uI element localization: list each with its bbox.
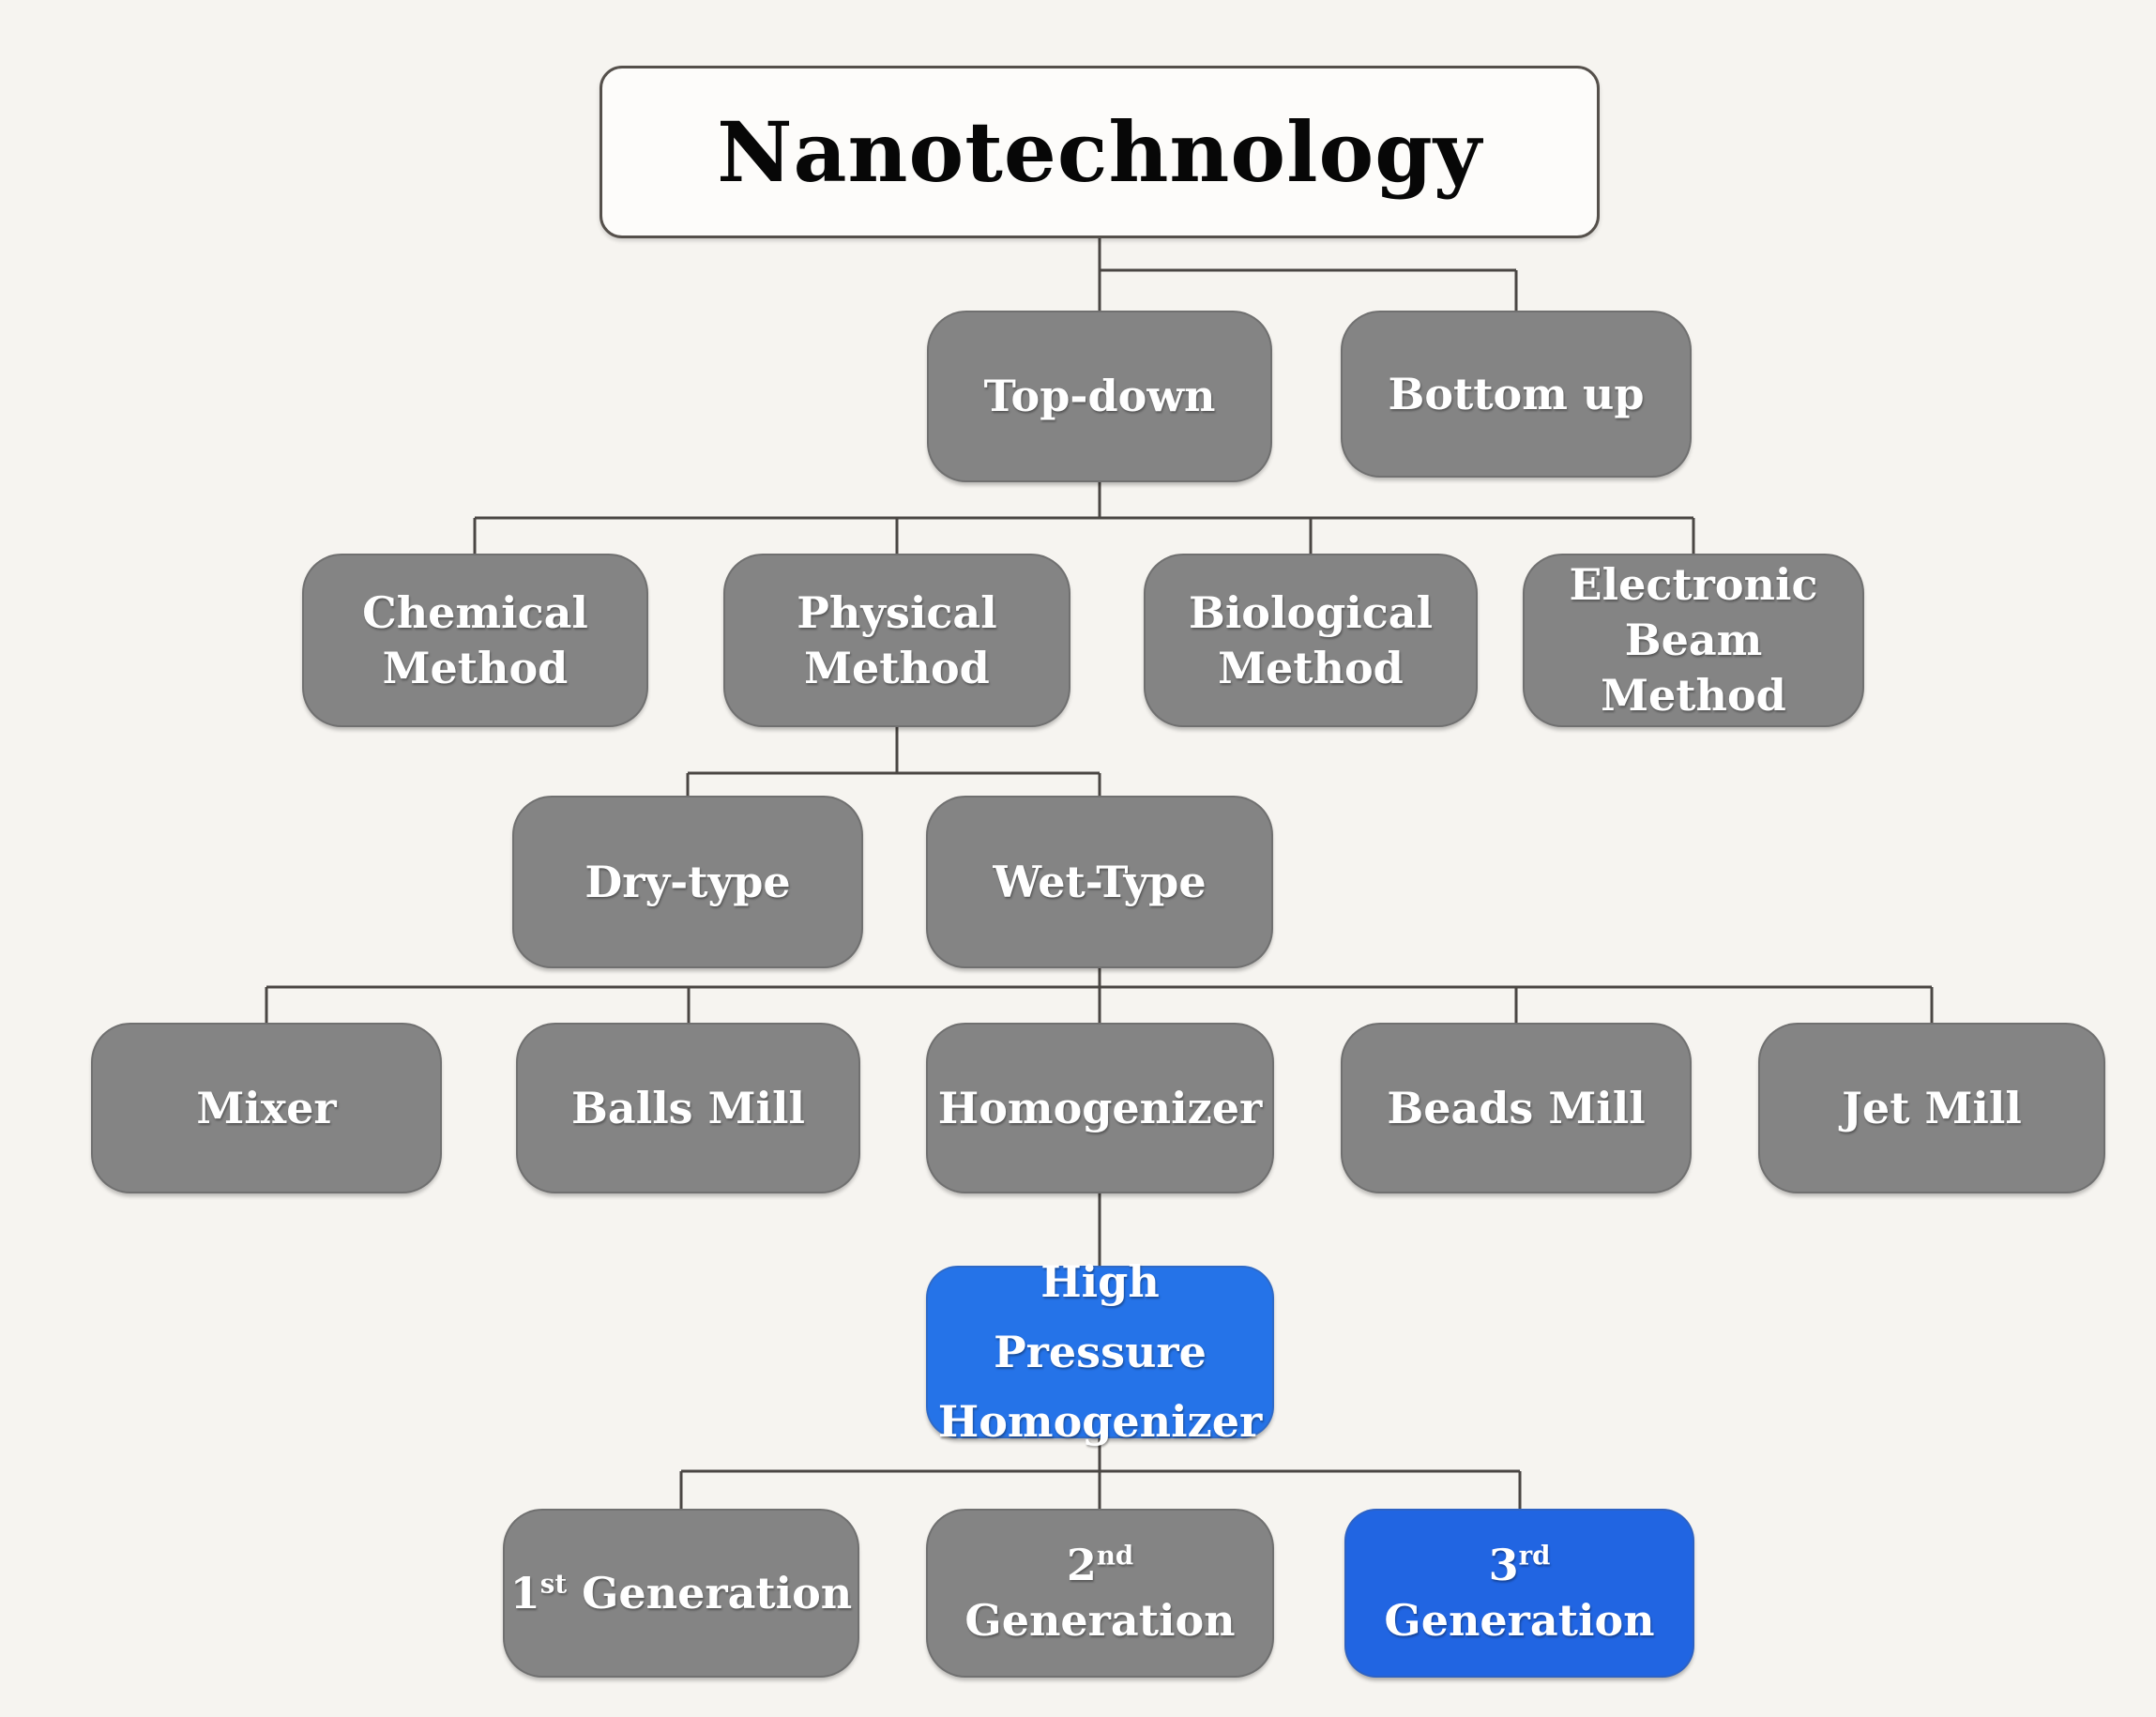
connector-topdown-to-methods bbox=[473, 482, 1695, 554]
node-top-down-label: Top-down bbox=[983, 371, 1216, 422]
node-beads-mill-label: Beads Mill bbox=[1387, 1082, 1646, 1133]
node-wet-type-label: Wet-Type bbox=[993, 856, 1207, 907]
node-dry-type-label: Dry-type bbox=[585, 856, 791, 907]
connector-physical-to-types bbox=[686, 727, 1101, 796]
node-top-down: Top-down bbox=[927, 311, 1272, 482]
node-jet-mill: Jet Mill bbox=[1758, 1023, 2105, 1193]
node-bottom-up: Bottom up bbox=[1341, 311, 1692, 478]
node-homogenizer: Homogenizer bbox=[926, 1023, 1274, 1193]
diagram-title: Nanotechnology bbox=[717, 103, 1482, 201]
node-jet-mill-label: Jet Mill bbox=[1842, 1082, 2022, 1133]
node-balls-mill-label: Balls Mill bbox=[571, 1082, 805, 1133]
connector-wet-to-mills bbox=[265, 968, 1934, 1023]
node-homogenizer-label: Homogenizer bbox=[937, 1082, 1263, 1133]
node-beads-mill: Beads Mill bbox=[1341, 1023, 1692, 1193]
connector-title-to-level1 bbox=[1098, 237, 1518, 311]
node-mixer: Mixer bbox=[91, 1023, 442, 1193]
title-box: Nanotechnology bbox=[600, 66, 1600, 238]
node-balls-mill: Balls Mill bbox=[516, 1023, 860, 1193]
node-1st-generation: 1st Generation bbox=[503, 1509, 859, 1678]
connector-hph-to-generations bbox=[679, 1438, 1522, 1509]
node-1st-generation-label: 1st Generation bbox=[509, 1567, 853, 1618]
node-mixer-label: Mixer bbox=[196, 1082, 337, 1133]
node-wet-type: Wet-Type bbox=[926, 796, 1273, 968]
node-dry-type: Dry-type bbox=[512, 796, 863, 968]
node-bottom-up-label: Bottom up bbox=[1388, 368, 1645, 419]
